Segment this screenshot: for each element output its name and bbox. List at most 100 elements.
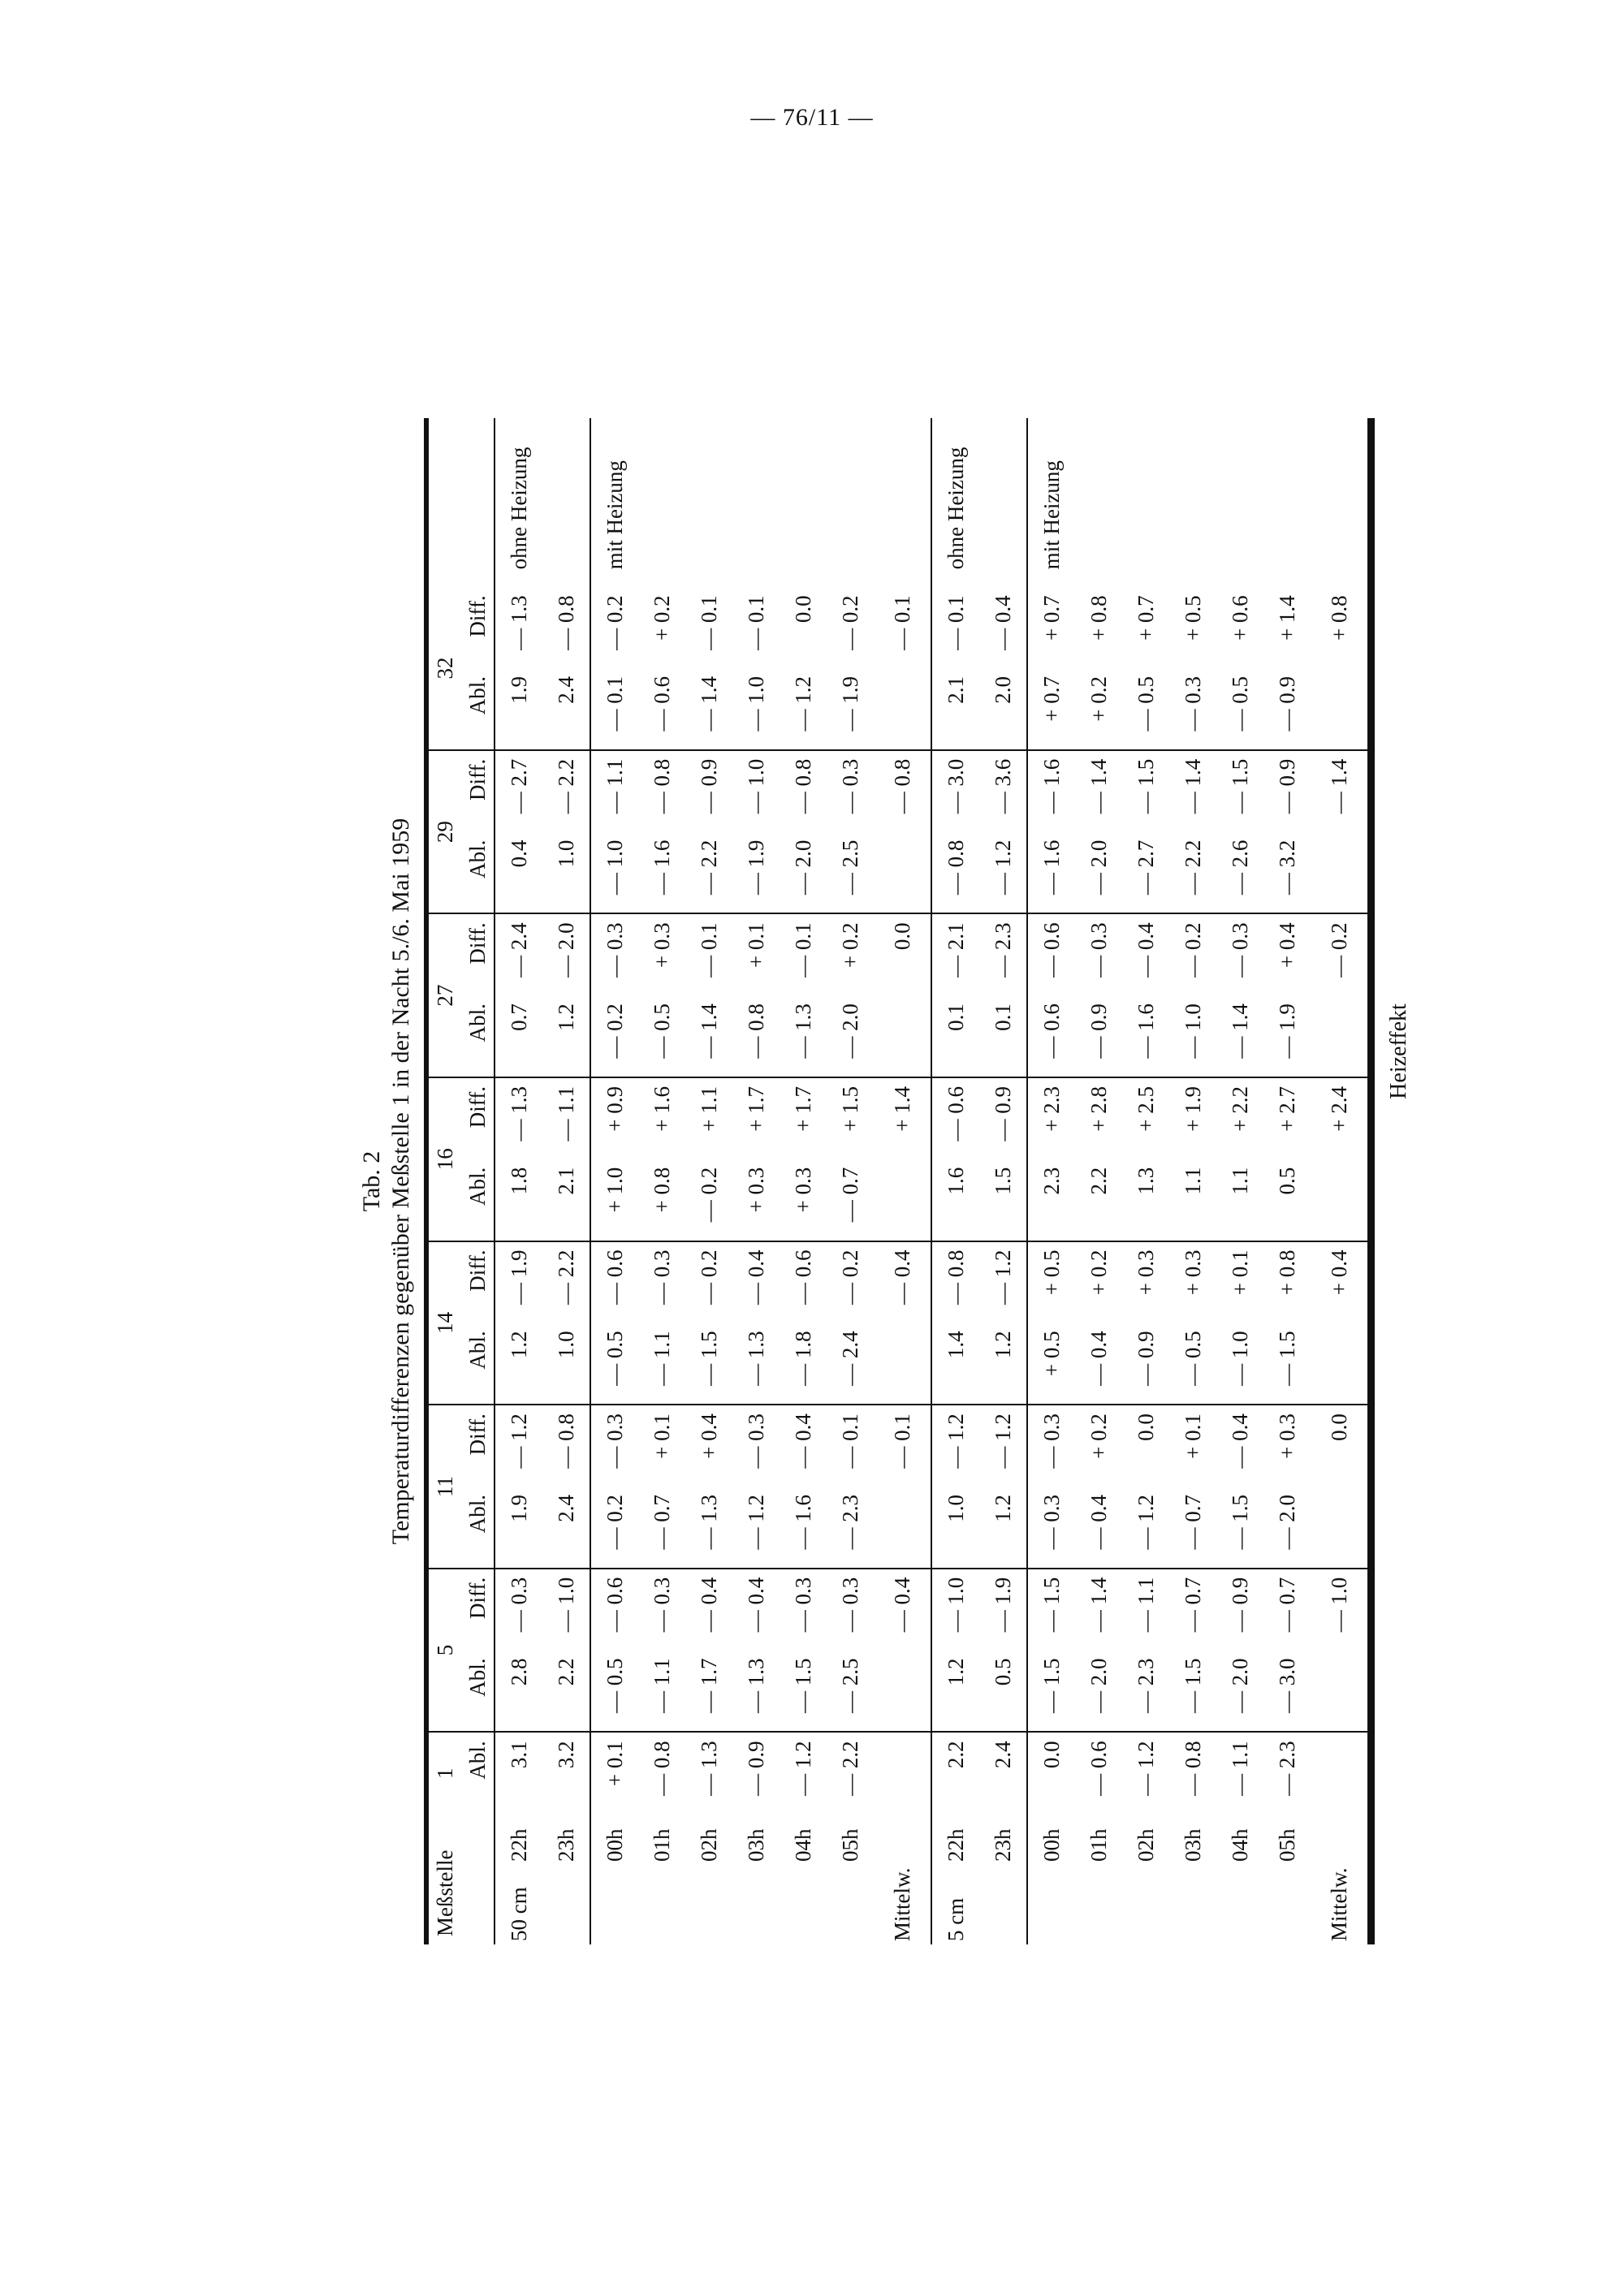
mean-value (874, 1323, 931, 1405)
value-cell: — 1.0 (931, 1568, 979, 1651)
station-number: 16 (426, 1077, 461, 1241)
value-cell: — 0.3 (1027, 1405, 1075, 1487)
depth-label: 5 cm (931, 1870, 979, 1944)
depth-label (780, 1870, 827, 1944)
value-cell: + 0.2 (1086, 1249, 1111, 1296)
value-cell: 0.4 (495, 831, 542, 914)
value-cell: — 0.7 (1274, 1577, 1299, 1633)
value-cell: — 0.4 (696, 1577, 721, 1633)
time-cell: 22h (931, 1814, 979, 1871)
heating-note: mit Heizung (590, 418, 638, 588)
heating-note (827, 418, 874, 587)
value-cell: — 0.5 (590, 1323, 638, 1405)
value-cell: — 0.8 (790, 758, 815, 814)
value-cell: 2.3 (1027, 1159, 1075, 1241)
value-cell: — 0.9 (1274, 758, 1299, 814)
mean-value (1311, 1732, 1371, 1814)
heating-note (638, 418, 685, 587)
value-cell: — 2.0 (1216, 1650, 1263, 1733)
value-cell: — 0.3 (506, 1577, 531, 1633)
time-cell: 03h (1180, 1828, 1205, 1862)
value-cell: — 2.0 (780, 831, 827, 914)
value-cell: 3.2 (553, 1741, 578, 1769)
value-cell: — 1.1 (590, 749, 638, 832)
value-cell: — 0.2 (590, 587, 638, 668)
value-cell: 1.6 (931, 1159, 979, 1241)
empty-cell (874, 418, 931, 587)
value-cell: 1.4 (931, 1323, 979, 1405)
value-cell: + 0.3 (732, 1159, 780, 1241)
value-cell: — 1.4 (685, 995, 732, 1077)
mean-value: 0.0 (889, 922, 914, 951)
value-cell: — 0.2 (590, 1486, 638, 1569)
value-cell: — 1.0 (590, 831, 638, 914)
value-cell: — 1.7 (685, 1650, 732, 1733)
value-cell: — 0.6 (638, 667, 685, 750)
time-cell: 23h (553, 1828, 578, 1862)
value-cell: 1.9 (495, 667, 542, 750)
station-number: 5 (426, 1568, 461, 1733)
time-cell: 02h (696, 1828, 721, 1862)
value-cell: + 0.2 (837, 922, 862, 969)
mean-value (1311, 995, 1371, 1077)
depth-label (732, 1870, 780, 1944)
depth-label: 50 cm (506, 1887, 531, 1941)
value-cell: 1.2 (495, 1323, 542, 1405)
value-cell: + 1.1 (696, 1085, 721, 1132)
time-cell: 22h (506, 1828, 531, 1862)
value-cell: + 0.1 (649, 1413, 674, 1459)
value-cell: — 2.1 (931, 913, 979, 996)
heating-note: mit Heizung (1027, 418, 1075, 588)
value-cell: + 0.2 (1075, 667, 1122, 750)
value-cell: — 0.8 (732, 995, 780, 1077)
mean-value (1311, 1486, 1371, 1569)
value-cell: — 2.0 (553, 922, 578, 978)
value-cell: — 2.5 (827, 1650, 874, 1733)
value-cell: — 0.3 (649, 1577, 674, 1633)
mean-value (1311, 1650, 1371, 1733)
value-cell: + 1.9 (1180, 1085, 1205, 1132)
value-cell: — 1.2 (979, 831, 1027, 914)
table-row: 01h— 0.8— 1.1— 0.3— 0.7+ 0.1— 1.1— 0.3+ … (638, 418, 685, 1944)
value-cell: 2.1 (931, 667, 979, 750)
value-cell: 3.1 (506, 1741, 531, 1769)
value-cell: — 2.2 (685, 831, 732, 914)
heating-note (1122, 418, 1169, 587)
time-cell: 04h (1227, 1828, 1252, 1862)
value-cell: — 0.6 (1027, 995, 1075, 1077)
value-cell: — 2.2 (837, 1741, 862, 1796)
mean-value (1311, 831, 1371, 914)
value-cell: 2.8 (495, 1650, 542, 1733)
station-header: Meßstelle (432, 1849, 457, 1936)
table-row: 00h+ 0.1— 0.5— 0.6— 0.2— 0.3— 0.5— 0.6+ … (590, 418, 638, 1944)
value-cell: — 1.2 (931, 1405, 979, 1487)
value-cell: 1.2 (931, 1650, 979, 1733)
value-cell: + 0.1 (743, 922, 768, 969)
value-cell: — 1.2 (990, 1249, 1015, 1306)
value-cell: — 1.6 (1027, 749, 1075, 832)
value-cell: — 0.6 (790, 1249, 815, 1306)
value-cell: — 0.7 (638, 1486, 685, 1569)
value-cell: — 1.2 (1122, 1486, 1169, 1569)
value-cell: + 0.8 (1086, 595, 1111, 641)
value-cell: — 0.3 (1227, 922, 1252, 978)
value-cell: + 0.7 (1027, 667, 1075, 750)
value-cell: — 0.3 (837, 1577, 862, 1633)
mean-value (874, 995, 931, 1077)
value-cell: — 1.8 (780, 1323, 827, 1405)
value-cell: + 0.8 (1274, 1249, 1299, 1296)
value-cell: + 0.3 (1180, 1249, 1205, 1296)
value-cell: 2.2 (931, 1732, 979, 1815)
value-cell: — 1.5 (1216, 1486, 1263, 1569)
value-cell: — 1.5 (1133, 758, 1158, 814)
value-cell: — 1.1 (638, 1323, 685, 1405)
value-cell: — 1.9 (827, 667, 874, 750)
value-cell: 2.2 (542, 1650, 590, 1733)
mean-value: + 2.4 (1326, 1085, 1351, 1132)
diff-header: Diff. (461, 749, 495, 832)
mean-value: — 1.4 (1326, 758, 1351, 814)
heating-note (732, 418, 780, 587)
